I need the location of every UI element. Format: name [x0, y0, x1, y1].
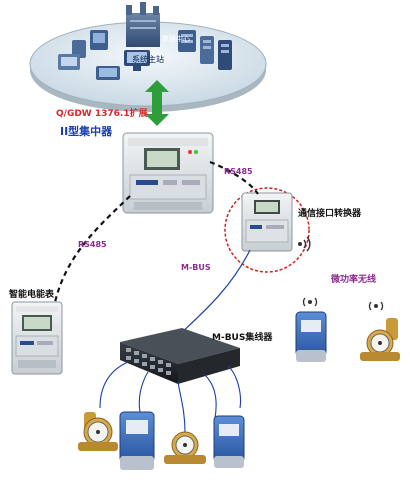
server-icon: [178, 30, 232, 70]
interface-converter-device-icon: [224, 187, 310, 273]
master-station-platform: [29, 2, 267, 112]
wireless-water-meter-brass-icon: [360, 301, 400, 361]
mbus-hub-device-icon: [120, 328, 240, 384]
protocol-label: Q/GDW 1376.1扩展: [56, 109, 148, 119]
water-meter-brass-icon: [164, 431, 206, 464]
concentrator-device-icon: [122, 132, 214, 214]
rs485-top-label: RS485: [224, 167, 253, 176]
smart-electricity-meter-icon: [11, 301, 63, 375]
meter-cables: [99, 361, 242, 433]
water-meter-blue-icon: [119, 411, 155, 470]
data-center-building-icon: [126, 2, 160, 47]
bidirectional-arrow-icon: [145, 80, 169, 126]
mbus-hub-label: M-BUS集线器: [212, 333, 273, 343]
converter-label: 通信接口转换器: [298, 209, 362, 219]
mbus-link-label: M-BUS: [181, 263, 211, 272]
micro-power-wireless-label: 微功率无线: [331, 275, 377, 285]
water-meter-blue-icon: [213, 415, 245, 468]
data-center-label: 数据中心: [162, 35, 190, 43]
rs485-left-label: RS485: [78, 240, 107, 249]
concentrator-label: II型集中器: [60, 125, 113, 138]
rs485-link-smart-meter: [50, 195, 131, 319]
rs485-link-converter: [209, 160, 259, 195]
wireless-signal-icon: [298, 236, 311, 252]
smart-meter-label: 智能电能表: [9, 290, 55, 300]
master-computer-icon: [124, 50, 150, 71]
water-meter-brass-icon: [78, 412, 118, 451]
workstation-icon: [58, 30, 120, 80]
wireless-water-meter-blue-icon: [295, 297, 327, 362]
master-station-label: 系统主站: [132, 55, 164, 64]
